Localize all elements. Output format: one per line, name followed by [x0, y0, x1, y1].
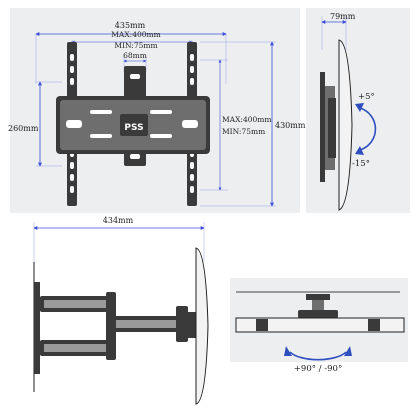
side-tv-panel: [338, 39, 353, 211]
arm-tv-panel: [195, 247, 209, 405]
extension-434-label: 434mm: [103, 216, 134, 225]
brand-logo: PSS: [124, 123, 143, 133]
swivel-arc: [289, 351, 347, 361]
tilt-up-label: +5°: [358, 92, 375, 102]
lower-arm-segment: [112, 306, 196, 342]
min-height-label: MIN:75mm: [222, 127, 265, 136]
tilt-arc: [359, 107, 377, 151]
min-width-label: MIN:75mm: [114, 41, 157, 50]
height-430-label: 430mm: [275, 121, 306, 130]
arm-wall-plate: [34, 282, 40, 374]
top-mount-head: [298, 294, 338, 318]
width-435-label: 435mm: [115, 21, 146, 30]
height-260-label: 260mm: [8, 124, 39, 133]
extended-arm-view: 434mm: [33, 216, 209, 405]
max-height-label: MAX:400mm: [222, 115, 272, 124]
side-wall-plate: [320, 72, 325, 182]
top-swivel-view: +90° / -90°: [230, 278, 408, 374]
swivel-label: +90° / -90°: [294, 364, 342, 374]
tilt-down-label: -15°: [352, 159, 370, 169]
horizontal-bracket: [56, 96, 210, 154]
upper-arm-segment: [40, 292, 116, 360]
center-68-label: 68mm: [123, 51, 147, 60]
front-view: 435mm MAX:400mm MIN:75mm 68mm: [8, 8, 306, 213]
max-width-label: MAX:400mm: [111, 30, 161, 39]
top-tv-panel: [235, 317, 405, 333]
side-view: 79mm +5° -15°: [306, 8, 410, 213]
depth-79-label: 79mm: [330, 12, 356, 21]
